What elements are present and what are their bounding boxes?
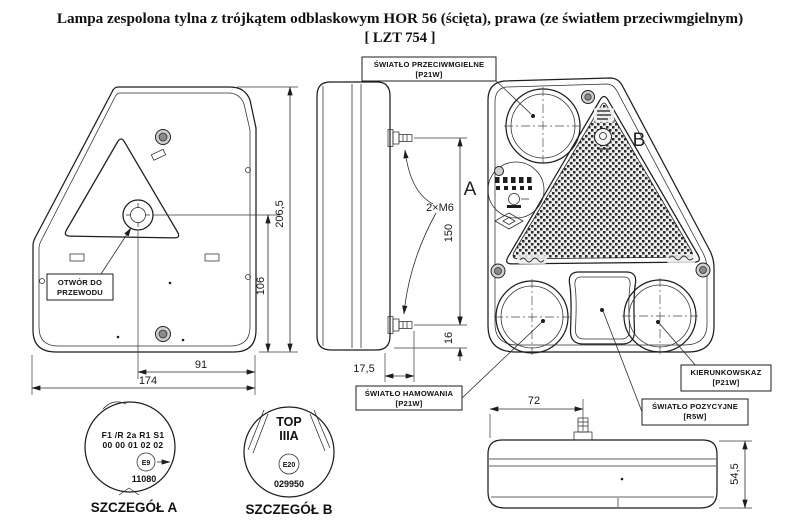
front-screw-top: [581, 90, 595, 104]
page-subtitle: [ LZT 754 ]: [364, 30, 435, 46]
triangle-brand-patch-left: [517, 255, 547, 264]
wire-hole-label-line1: OTWÓR DO: [58, 278, 102, 287]
brake-label: ŚWIATŁO HAMOWANIA: [365, 389, 454, 398]
front-housing-outline: [487, 77, 715, 353]
bottom-view: 72 54,5: [487, 395, 752, 509]
position-lens: [568, 271, 637, 345]
position-light-callout: ŚWIATŁO POZYCYJNE [R5W]: [602, 310, 749, 426]
dim-overall-height: 206,5: [274, 200, 286, 228]
brake-lens: [494, 279, 570, 355]
mounting-stud-bottom: [387, 316, 413, 334]
detail-b-band-left: [247, 409, 265, 451]
wire-hole: [122, 199, 154, 231]
front-screw-left: [490, 263, 506, 279]
dim-stud-length: 17,5: [353, 363, 374, 375]
front-view: B: [487, 77, 715, 355]
e-mark-circle: [136, 452, 156, 472]
detail-a-edge-arc: [102, 401, 127, 410]
clip-slot-left: [69, 253, 85, 262]
position-bulb-label: [R5W]: [684, 412, 707, 421]
pilot-hole: [245, 167, 251, 173]
back-view-dimensions: 206,5 106 91 174: [31, 86, 298, 395]
position-label: ŚWIATŁO POZYCYJNE: [652, 402, 738, 411]
pilot-hole: [39, 278, 45, 284]
dim-bottom-stud-offset: 72: [528, 395, 540, 407]
back-screw-top: [155, 129, 171, 145]
indicator-lens: [622, 278, 698, 354]
page-title: Lampa zespolona tylna z trójkątem odblas…: [57, 10, 743, 27]
mounting-stud-top: [387, 129, 413, 147]
mark-dot: [116, 335, 120, 339]
detail-b-marker-letter: B: [633, 130, 646, 151]
detail-b-band-right: [313, 409, 331, 449]
detail-a-codes-row1: F1 /R 2a R1 S1: [102, 430, 165, 440]
dim-stud-to-bottom: 16: [443, 332, 455, 344]
dim-stud-spec: 2×M6: [426, 202, 454, 214]
indicator-label: KIERUNKOWSKAZ: [691, 368, 762, 377]
diamond-mark-inner: [502, 217, 516, 225]
detail-a-caption: SZCZEGÓŁ A: [91, 500, 178, 515]
screw-icon: [494, 166, 504, 176]
fog-bulb-label: [P21W]: [416, 70, 443, 79]
detail-a-approval-number: 11080: [132, 474, 157, 484]
fog-label: ŚWIATŁO PRZECIWMGIELNE: [374, 60, 485, 69]
back-housing-inner-line: [38, 92, 251, 347]
clip-slot-right: [204, 253, 220, 262]
indicator-callout: KIERUNKOWSKAZ [P21W]: [658, 322, 772, 392]
detail-b-approval-number: 029950: [274, 479, 304, 489]
side-view-dimensions: 150 16 17,5: [353, 137, 467, 382]
brake-bulb-label: [P21W]: [396, 399, 423, 408]
wire-hole-label-line2: PRZEWODU: [57, 288, 103, 297]
mark-dot: [181, 338, 185, 342]
indicator-bulb-label: [P21W]: [713, 378, 740, 387]
approval-marking-zone: [487, 161, 545, 230]
brake-light-callout: ŚWIATŁO HAMOWANIA [P21W]: [355, 321, 543, 411]
triangle-brand-patch-right: [666, 254, 696, 263]
detail-b: TOP IIIA E20 029950 SZCZEGÓŁ B: [243, 406, 335, 517]
mark-dot: [168, 281, 172, 285]
dim-stud-spacing: 150: [443, 224, 455, 242]
wire-hole-callout: OTWÓR DO PRZEWODU: [46, 227, 132, 301]
fog-lens: [504, 87, 582, 165]
stud-spec-leader-top: [403, 149, 434, 205]
detail-b-circle: [243, 406, 335, 498]
fog-light-callout: ŚWIATŁO PRZECIWMGIELNE [P21W]: [361, 56, 532, 115]
back-screw-bottom: [155, 326, 171, 342]
dim-hole-to-bottom: 106: [255, 277, 267, 295]
dim-overall-width: 174: [139, 375, 157, 387]
stud-spec-leader-bottom: [402, 212, 437, 315]
side-body-outline: [316, 81, 391, 351]
detail-b-caption: SZCZEGÓŁ B: [246, 502, 333, 517]
front-housing-inner-line: [494, 83, 708, 346]
back-triangle-outline: [64, 138, 180, 239]
vent-slot: [150, 148, 166, 161]
side-view: 2×M6 150 16 17,5 A: [316, 81, 477, 382]
bottom-body-outline: [487, 439, 718, 509]
back-view: OTWÓR DO PRZEWODU 206,5 106 91 174: [31, 86, 298, 395]
dim-hole-to-edge: 91: [195, 359, 207, 371]
dim-depth: 54,5: [729, 463, 741, 484]
detail-a-notch: [118, 487, 140, 496]
triangle-approval-marks: [594, 108, 614, 150]
pilot-hole: [245, 274, 251, 280]
diamond-mark: [494, 212, 524, 230]
detail-a-codes-row2: 00 00 01 02 02: [103, 440, 164, 450]
reflector-triangle: [506, 95, 700, 265]
e-mark-circle: [278, 453, 300, 475]
front-screw-right: [695, 262, 711, 278]
detail-b-e-mark: E20: [283, 462, 296, 469]
detail-a-e-mark: E9: [142, 460, 151, 467]
bottom-view-dimensions: 72 54,5: [489, 395, 752, 509]
detail-a: F1 /R 2a R1 S1 00 00 01 02 02 E9 11080 S…: [84, 401, 178, 515]
back-housing-outline: [32, 86, 257, 353]
detail-a-circle: [84, 401, 176, 493]
detail-a-marker-letter: A: [464, 179, 477, 200]
detail-b-class-line1: TOP: [276, 415, 301, 429]
detail-b-class-line2: IIIA: [279, 429, 298, 443]
